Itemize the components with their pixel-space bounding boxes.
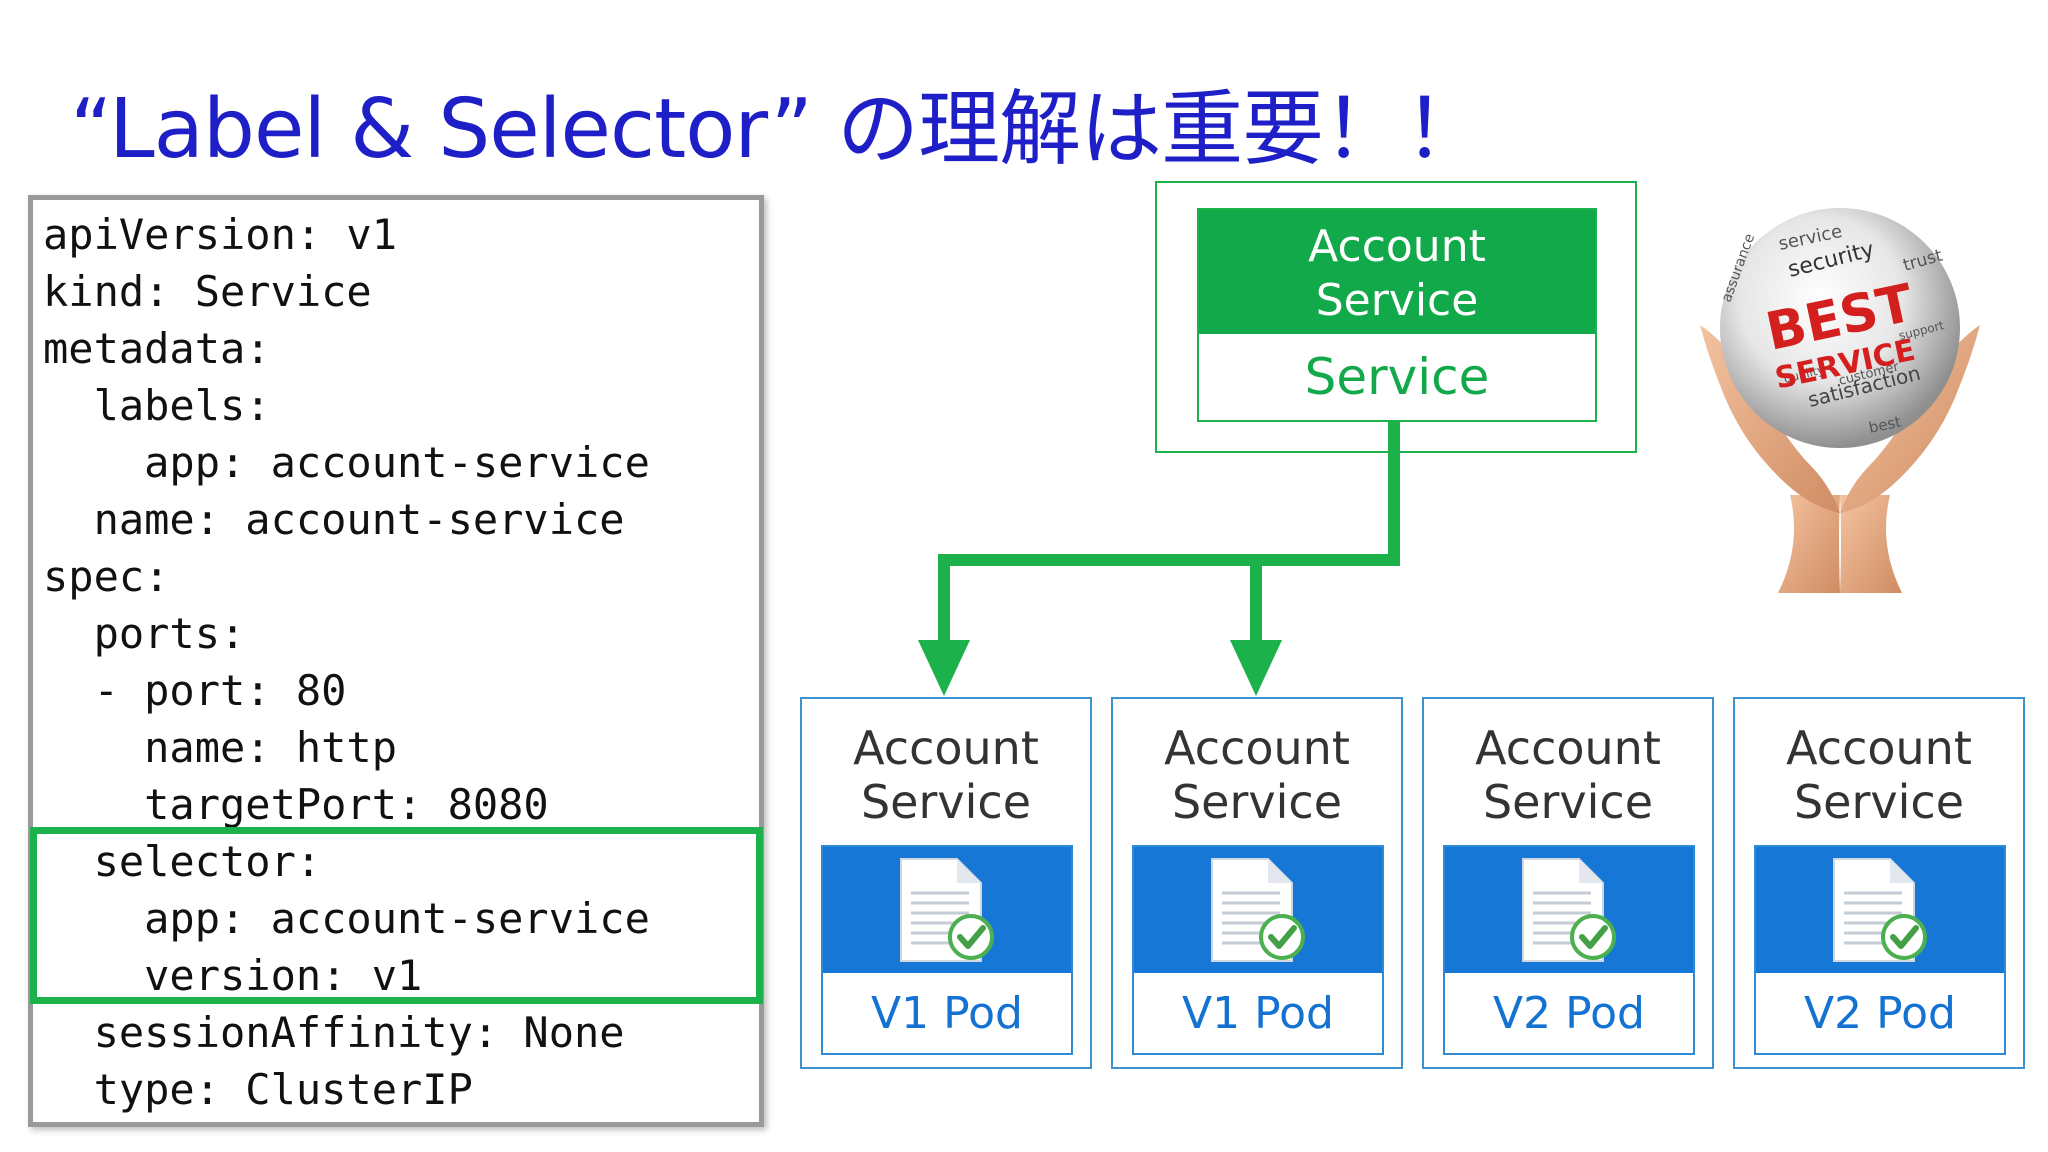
yaml-line: kind: Service xyxy=(43,267,372,316)
document-check-icon xyxy=(900,858,994,962)
pod-title: Account Service xyxy=(1424,721,1712,829)
pod-card: V1 Pod xyxy=(1132,845,1384,1055)
pod-v1-a: Account Service V1 Pod xyxy=(800,697,1092,1069)
yaml-line: selector: xyxy=(43,837,322,886)
pod-label: V2 Pod xyxy=(1804,988,1956,1039)
yaml-line: version: v1 xyxy=(43,951,423,1000)
document-check-icon xyxy=(1833,858,1927,962)
arrow-head-left-icon xyxy=(918,640,970,696)
document-check-icon xyxy=(1522,858,1616,962)
yaml-line: name: http xyxy=(43,723,398,772)
yaml-line: sessionAffinity: None xyxy=(43,1008,625,1057)
pod-band xyxy=(1445,847,1693,973)
service-box: Account Service Service xyxy=(1197,208,1597,422)
connector-drop-left xyxy=(938,554,950,646)
yaml-line: app: account-service xyxy=(43,438,650,487)
connector-drop-right xyxy=(1250,554,1262,646)
selector-highlight-box xyxy=(30,827,763,1004)
service-label: Service xyxy=(1304,348,1490,406)
pod-card: V2 Pod xyxy=(1443,845,1695,1055)
pod-v1-b: Account Service V1 Pod xyxy=(1111,697,1403,1069)
page-title: “Label & Selector” の理解は重要！！ xyxy=(70,82,1486,177)
yaml-line: name: account-service xyxy=(43,495,625,544)
pod-title: Account Service xyxy=(1113,721,1401,829)
yaml-line: app: account-service xyxy=(43,894,650,943)
pod-card: V2 Pod xyxy=(1754,845,2006,1055)
pod-title-line1: Account xyxy=(1475,721,1661,775)
pod-band xyxy=(823,847,1071,973)
yaml-line: type: ClusterIP xyxy=(43,1065,473,1114)
connector-horizontal xyxy=(938,554,1400,566)
pod-title: Account Service xyxy=(1735,721,2023,829)
pod-title-line1: Account xyxy=(1786,721,1972,775)
yaml-code-panel: apiVersion: v1 kind: Service metadata: l… xyxy=(28,195,764,1127)
yaml-line: labels: xyxy=(43,381,271,430)
best-service-globe-illustration: service security trust satisfaction cust… xyxy=(1700,208,1980,593)
pod-card: V1 Pod xyxy=(821,845,1073,1055)
service-name-line2: Service xyxy=(1315,275,1479,326)
pod-title-line2: Service xyxy=(1793,775,1964,829)
yaml-code-lines: apiVersion: v1 kind: Service metadata: l… xyxy=(43,206,650,1118)
pod-v2-a: Account Service V2 Pod xyxy=(1422,697,1714,1069)
pod-title-line2: Service xyxy=(860,775,1031,829)
pod-title: Account Service xyxy=(802,721,1090,829)
pod-title-line1: Account xyxy=(1164,721,1350,775)
pod-label: V1 Pod xyxy=(1182,988,1334,1039)
yaml-line: targetPort: 8080 xyxy=(43,780,549,829)
pod-band xyxy=(1756,847,2004,973)
pod-title-line2: Service xyxy=(1171,775,1342,829)
pod-title-line1: Account xyxy=(853,721,1039,775)
service-name-line1: Account xyxy=(1308,221,1486,272)
pod-title-line2: Service xyxy=(1482,775,1653,829)
connector-trunk xyxy=(1388,420,1400,566)
yaml-line: ports: xyxy=(43,609,246,658)
pod-label: V1 Pod xyxy=(871,988,1023,1039)
yaml-line: apiVersion: v1 xyxy=(43,210,398,259)
yaml-line: - port: 80 xyxy=(43,666,347,715)
pod-v2-b: Account Service V2 Pod xyxy=(1733,697,2025,1069)
service-header: Account Service xyxy=(1199,210,1595,334)
document-check-icon xyxy=(1211,858,1305,962)
pod-label: V2 Pod xyxy=(1493,988,1645,1039)
pod-band xyxy=(1134,847,1382,973)
arrow-head-right-icon xyxy=(1230,640,1282,696)
yaml-line: metadata: xyxy=(43,324,271,373)
yaml-line: spec: xyxy=(43,552,170,601)
